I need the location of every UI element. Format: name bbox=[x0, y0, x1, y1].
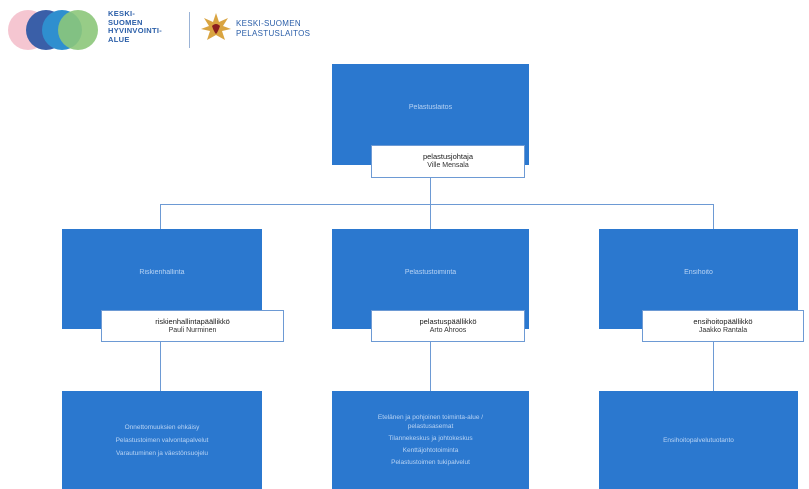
sub-unit-item: Onnettomuuksien ehkäisy bbox=[124, 423, 200, 431]
connector-line bbox=[430, 176, 431, 204]
sub-unit-box: Onnettomuuksien ehkäisy Pelastustoimen v… bbox=[62, 391, 262, 489]
sub-unit-item: Pelastustoimen tukipalvelut bbox=[391, 459, 470, 466]
connector-line bbox=[713, 204, 714, 230]
role-label: pelastuspäällikkö Arto Ahroos bbox=[371, 310, 525, 342]
role-label: riskienhallintapäällikkö Pauli Nurminen bbox=[101, 310, 284, 342]
person-name: Arto Ahroos bbox=[429, 327, 467, 334]
org2-line: KESKI-SUOMEN bbox=[236, 19, 301, 28]
connector-line bbox=[160, 204, 161, 230]
role-label: ensihoitopäällikkö Jaakko Rantala bbox=[642, 310, 804, 342]
connector-line bbox=[430, 204, 431, 230]
org-box-title: Pelastustoiminta bbox=[404, 269, 457, 276]
org-box-title: Riskienhallinta bbox=[139, 269, 185, 276]
sub-unit-item: Varautuminen ja väestönsuojelu bbox=[115, 449, 209, 457]
role-title: pelastusjohtaja bbox=[422, 152, 474, 161]
connector-line bbox=[430, 340, 431, 392]
sub-unit-box: Etelänen ja pohjoinen toiminta-alue / pe… bbox=[332, 391, 529, 489]
org-box-title: Pelastuslaitos bbox=[408, 104, 453, 111]
sub-unit-item: Tilannekeskus ja johtokeskus bbox=[388, 435, 473, 442]
org-box-title: Ensihoito bbox=[684, 269, 713, 276]
connector-line bbox=[160, 340, 161, 392]
sub-unit-item: Ensihoitopalvelutuotanto bbox=[663, 436, 734, 444]
role-title: pelastuspäällikkö bbox=[419, 317, 477, 326]
pelastuslaitos-star-icon bbox=[201, 13, 231, 40]
person-name: Ville Mensala bbox=[427, 162, 469, 169]
org2-name: KESKI-SUOMEN PELASTUSLAITOS bbox=[236, 19, 310, 38]
org2-line: PELASTUSLAITOS bbox=[236, 28, 311, 38]
hyvinvointialue-logo-icon bbox=[8, 10, 100, 50]
sub-unit-item: Kenttäjohtotoiminta bbox=[402, 447, 459, 454]
org1-line: ALUE bbox=[108, 34, 130, 44]
person-name: Pauli Nurminen bbox=[168, 327, 217, 334]
sub-unit-box: Ensihoitopalvelutuotanto bbox=[599, 391, 798, 489]
org1-name: KESKI- SUOMEN HYVINVOINTI- ALUE bbox=[108, 9, 163, 44]
connector-line bbox=[713, 340, 714, 392]
person-name: Jaakko Rantala bbox=[698, 327, 748, 334]
role-title: riskienhallintapäällikkö bbox=[155, 317, 230, 326]
role-title: ensihoitopäällikkö bbox=[693, 317, 753, 326]
org1-line: HYVINVOINTI- bbox=[108, 26, 163, 35]
connector-line bbox=[160, 204, 714, 205]
logo-divider bbox=[189, 12, 190, 48]
org1-line: KESKI- bbox=[108, 9, 136, 18]
org1-line: SUOMEN bbox=[108, 17, 143, 27]
sub-unit-item: Etelänen ja pohjoinen toiminta-alue / pe… bbox=[377, 414, 484, 430]
sub-unit-item: Pelastustoimen valvontapalvelut bbox=[115, 436, 209, 444]
role-label-top: pelastusjohtaja Ville Mensala bbox=[371, 145, 525, 178]
